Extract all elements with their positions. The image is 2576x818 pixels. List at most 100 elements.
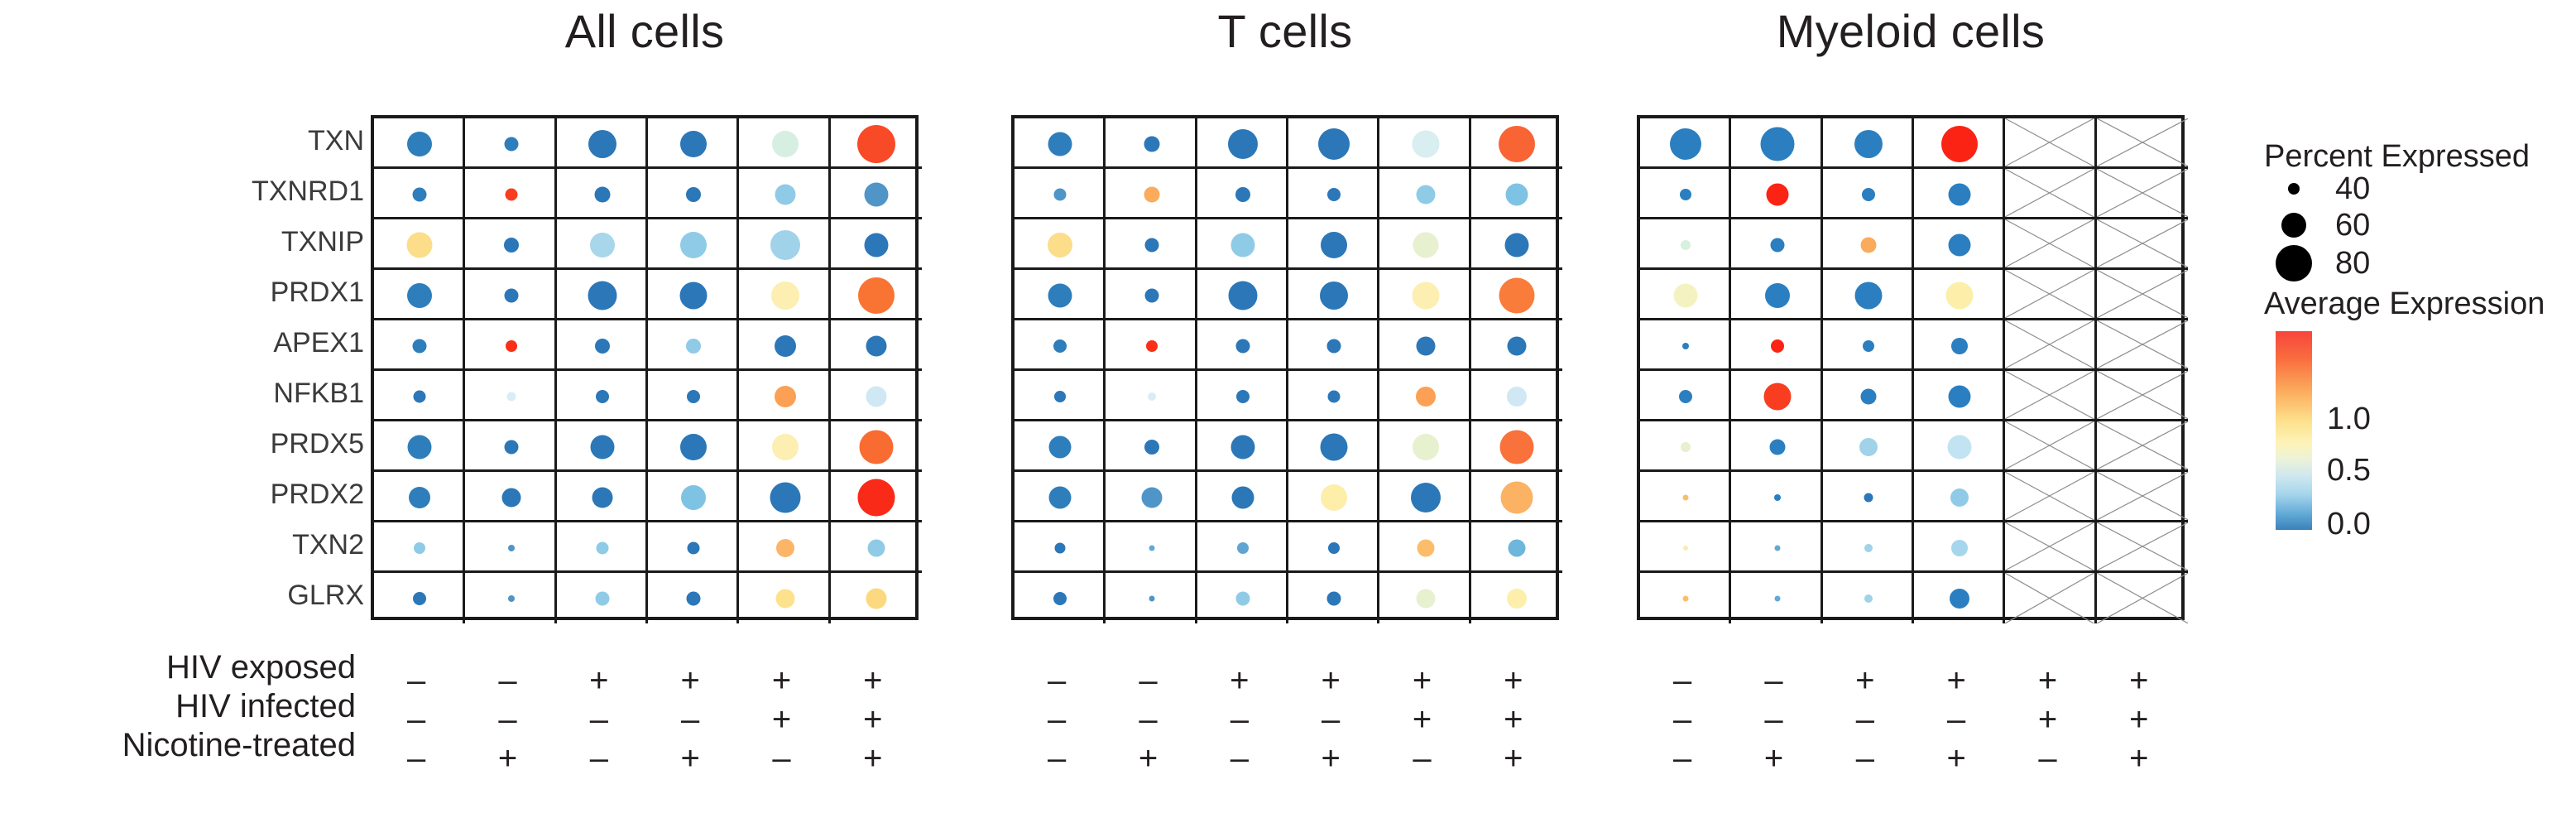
expression-dot [594,338,610,354]
dotplot-cell [648,270,740,320]
annotation-symbol: + [863,740,883,777]
expression-dot [1235,339,1250,353]
annotation-symbol: + [1946,740,1966,777]
expression-dot [1504,233,1529,257]
annotation-symbol: – [1673,701,1692,738]
annotation-symbol: + [863,662,883,699]
dotplot-cell [1914,118,2006,169]
dotplot-cell [374,169,466,219]
dotplot-cell [1470,421,1562,472]
expression-dot [1235,186,1250,202]
dotplot-cell [374,270,466,320]
dotplot-cell [1288,522,1380,573]
dotplot-cell [1470,320,1562,371]
expression-dot [1862,339,1874,352]
dotplot-cell [1731,320,1823,371]
expression-dot [1860,388,1877,404]
missing-data-x-icon [2005,522,2094,570]
expression-dot [866,335,887,356]
legend-average-expression-title: Average Expression [2264,286,2545,321]
dotplot-cell [2096,118,2188,169]
expression-dot [774,385,796,407]
panel-title-myeloid-cells: Myeloid cells [1776,5,2046,57]
annotation-symbol: + [1230,662,1250,699]
dotplot-cell [374,421,466,472]
annotation-symbol: – [1230,740,1249,777]
dotplot-cell [739,472,831,522]
annotation-symbol: + [1946,662,1966,699]
annotation-symbol: + [2037,662,2058,699]
expression-dot [406,232,433,257]
dotplot-cell [1379,270,1471,320]
expression-dot [595,389,609,403]
expression-dot [1048,486,1072,508]
dotplot-cell [1914,219,2006,270]
dotplot-cell [1106,169,1197,219]
expression-dot [866,588,887,609]
annotation-symbol: + [680,662,700,699]
dotplot-cell [465,522,557,573]
dotplot-cell [648,219,740,270]
expression-dot [407,435,432,459]
dotplot-cell [1731,421,1823,472]
missing-data-x-icon [2005,573,2094,623]
dotplot-cell [1106,270,1197,320]
annotation-symbol: + [589,662,609,699]
dotplot-cell [374,320,466,371]
dotplot-cell [1379,118,1471,169]
expression-dot [1682,595,1689,601]
dotplot-cell [739,573,831,623]
expression-dot [1948,385,1971,407]
expression-dot [1682,494,1689,500]
dotplot-cell [2005,371,2097,421]
expression-dot [414,541,426,554]
dotplot-cell [2005,472,2097,522]
dotplot-cell [1640,421,1732,472]
missing-data-x-icon [2097,270,2188,318]
dotplot-cell [1731,118,1823,169]
dotplot-cell [2005,320,2097,371]
expression-dot [1144,186,1159,202]
dotplot-cell [1106,118,1197,169]
dotplot-cell [465,169,557,219]
dotplot-cell [1288,573,1380,623]
expression-dot [1053,188,1067,200]
dotplot-cell [648,472,740,522]
expression-dot [1947,435,1972,459]
expression-dot [687,389,701,403]
expression-dot [1410,482,1441,512]
expression-dot [505,188,517,200]
dotplot-cell [556,270,648,320]
annotation-symbol: – [407,662,426,699]
annotation-symbol: – [2038,740,2057,777]
dotplot-cell [1822,421,1914,472]
annotation-symbol: + [497,740,518,777]
expression-dot [1412,281,1439,309]
legend-size-dot-80 [2276,245,2312,281]
missing-data-x-icon [2097,118,2188,166]
expression-dot [503,237,519,253]
dotplot-cell [465,118,557,169]
expression-dot [1864,594,1873,603]
panel-all-cells [371,115,922,623]
dotplot-cell [830,472,922,522]
expression-dot [679,281,708,309]
expression-dot [1320,281,1349,310]
expression-dot [1048,283,1072,307]
expression-dot [1416,589,1435,608]
annotation-symbol: – [1230,701,1249,738]
expression-dot [857,277,895,314]
expression-dot [680,231,708,258]
dotplot-cell [2096,371,2188,421]
expression-dot [687,541,700,554]
dotplot-cell [556,219,648,270]
dotplot-cell [465,270,557,320]
annotation-symbol: – [1322,701,1341,738]
dotplot-cell [1197,522,1288,573]
dotplot-cell [1822,472,1914,522]
legend-size-label-80: 80 [2335,246,2371,281]
expression-dot [594,186,611,202]
expression-dot [1769,439,1785,455]
dotplot-cell [1470,118,1562,169]
